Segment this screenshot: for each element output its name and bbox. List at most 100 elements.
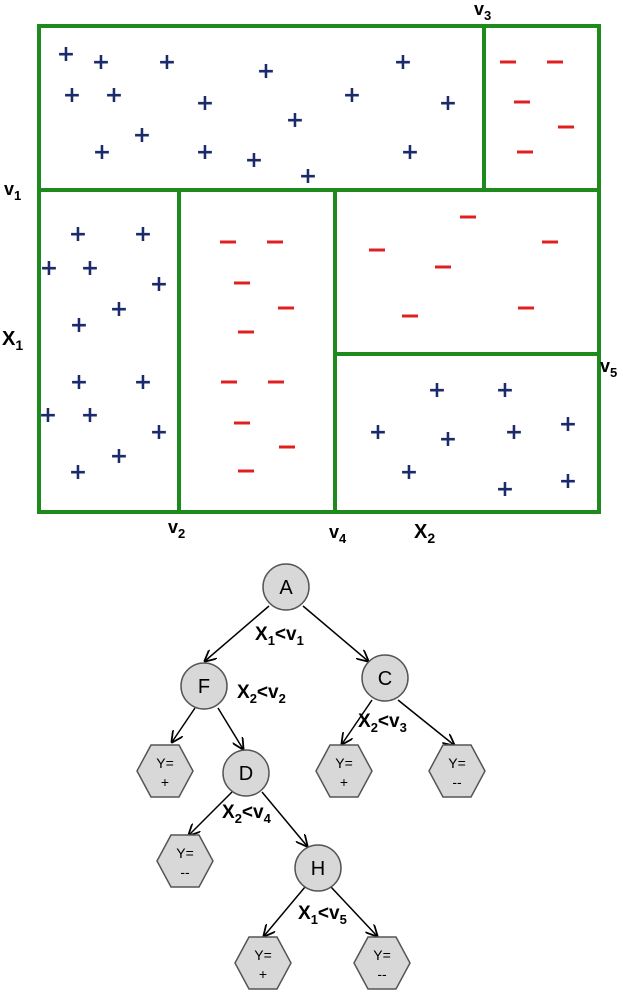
minus-marker bbox=[234, 281, 250, 285]
node-H: H bbox=[294, 844, 342, 892]
plus-marker: + bbox=[496, 378, 514, 403]
plus-marker: + bbox=[559, 412, 577, 437]
plus-marker: + bbox=[299, 164, 317, 189]
minus-marker bbox=[279, 445, 295, 449]
plus-marker: + bbox=[428, 378, 446, 403]
plus-markers: ++++++++++++++++++++++++++++++++++++++++ bbox=[39, 42, 577, 502]
edge-C-leaf-left bbox=[342, 699, 373, 744]
edge-D-leaf bbox=[189, 791, 233, 835]
minus-marker bbox=[234, 421, 250, 425]
plus-marker: + bbox=[69, 222, 87, 247]
plus-marker: + bbox=[134, 370, 152, 395]
node-D: D bbox=[222, 749, 270, 797]
minus-marker bbox=[435, 265, 451, 269]
svg-text:Y=: Y= bbox=[448, 755, 466, 771]
plus-marker: + bbox=[343, 83, 361, 108]
edge-D-H bbox=[261, 791, 307, 846]
plus-marker: + bbox=[57, 42, 75, 67]
plus-marker: + bbox=[105, 83, 123, 108]
plus-marker: + bbox=[196, 140, 214, 165]
plus-marker: + bbox=[196, 91, 214, 116]
minus-marker bbox=[369, 248, 385, 252]
plus-marker: + bbox=[505, 420, 523, 445]
svg-text:A: A bbox=[279, 577, 293, 599]
minus-marker bbox=[402, 314, 418, 318]
leaf-H-left: Y= + bbox=[234, 936, 292, 990]
edge-H-leaf-right bbox=[330, 886, 377, 936]
plus-marker: + bbox=[134, 222, 152, 247]
minus-marker bbox=[220, 240, 236, 244]
label-v1: v1 bbox=[4, 179, 21, 203]
minus-marker bbox=[547, 60, 563, 64]
minus-marker bbox=[460, 215, 476, 219]
plus-marker: + bbox=[110, 444, 128, 469]
minus-marker bbox=[518, 306, 534, 310]
plus-marker: + bbox=[158, 50, 176, 75]
minus-markers bbox=[220, 60, 574, 473]
minus-marker bbox=[542, 240, 558, 244]
minus-marker bbox=[500, 60, 516, 64]
plus-marker: + bbox=[394, 50, 412, 75]
leaf-C-left: Y= + bbox=[315, 744, 373, 798]
edge-A-C bbox=[302, 605, 368, 661]
plus-marker: + bbox=[39, 403, 57, 428]
plus-marker: + bbox=[92, 50, 110, 75]
split-label-H: X1<v5 bbox=[298, 903, 347, 927]
split-label-F: X2<v2 bbox=[237, 682, 286, 706]
svg-text:+: + bbox=[340, 774, 348, 790]
label-X2: X2 bbox=[414, 521, 435, 546]
plus-marker: + bbox=[559, 469, 577, 494]
plus-marker: + bbox=[439, 427, 457, 452]
plus-marker: + bbox=[40, 256, 58, 281]
svg-text:Y=: Y= bbox=[373, 947, 391, 963]
minus-marker bbox=[238, 469, 254, 473]
plus-marker: + bbox=[133, 123, 151, 148]
leaf-F-left: Y= + bbox=[136, 744, 194, 798]
svg-text:D: D bbox=[239, 763, 253, 785]
edge-F-D bbox=[217, 707, 243, 749]
plus-marker: + bbox=[150, 272, 168, 297]
plus-marker: + bbox=[400, 460, 418, 485]
svg-text:Y=: Y= bbox=[156, 755, 174, 771]
plus-marker: + bbox=[63, 83, 81, 108]
plus-marker: + bbox=[401, 140, 419, 165]
edge-A-F bbox=[205, 605, 270, 661]
plus-marker: + bbox=[496, 477, 514, 502]
label-v2: v2 bbox=[168, 517, 185, 541]
partition-outer-border bbox=[37, 24, 601, 514]
node-A: A bbox=[262, 563, 310, 611]
plus-marker: + bbox=[69, 460, 87, 485]
svg-text:--: -- bbox=[452, 774, 462, 790]
partition-plot: ++++++++++++++++++++++++++++++++++++++++… bbox=[2, 0, 617, 546]
split-label-A: X1<v1 bbox=[255, 624, 304, 648]
plus-marker: + bbox=[81, 256, 99, 281]
edge-F-leaf bbox=[172, 707, 196, 742]
minus-marker bbox=[514, 100, 530, 104]
plus-marker: + bbox=[150, 420, 168, 445]
leaf-D-left: Y= -- bbox=[156, 834, 214, 888]
svg-text:+: + bbox=[161, 774, 169, 790]
node-C: C bbox=[361, 654, 409, 702]
svg-text:--: -- bbox=[180, 864, 190, 880]
minus-marker bbox=[278, 306, 294, 310]
decision-tree: A F C D H Y= + Y= + Y bbox=[136, 563, 486, 990]
minus-marker bbox=[558, 125, 574, 129]
plus-marker: + bbox=[439, 91, 457, 116]
node-F: F bbox=[180, 662, 228, 710]
svg-text:C: C bbox=[378, 668, 392, 690]
minus-marker bbox=[267, 240, 283, 244]
label-v5: v5 bbox=[600, 356, 617, 380]
svg-text:Y=: Y= bbox=[254, 947, 272, 963]
split-label-D: X2<v4 bbox=[222, 802, 272, 826]
svg-text:--: -- bbox=[377, 966, 387, 982]
split-label-C: X2<v3 bbox=[358, 711, 407, 735]
minus-marker bbox=[221, 380, 237, 384]
leaf-H-right: Y= -- bbox=[353, 936, 411, 990]
svg-text:+: + bbox=[259, 966, 267, 982]
leaf-C-right: Y= -- bbox=[428, 744, 486, 798]
plus-marker: + bbox=[110, 297, 128, 322]
plus-marker: + bbox=[70, 370, 88, 395]
plus-marker: + bbox=[93, 140, 111, 165]
svg-text:Y=: Y= bbox=[335, 755, 353, 771]
